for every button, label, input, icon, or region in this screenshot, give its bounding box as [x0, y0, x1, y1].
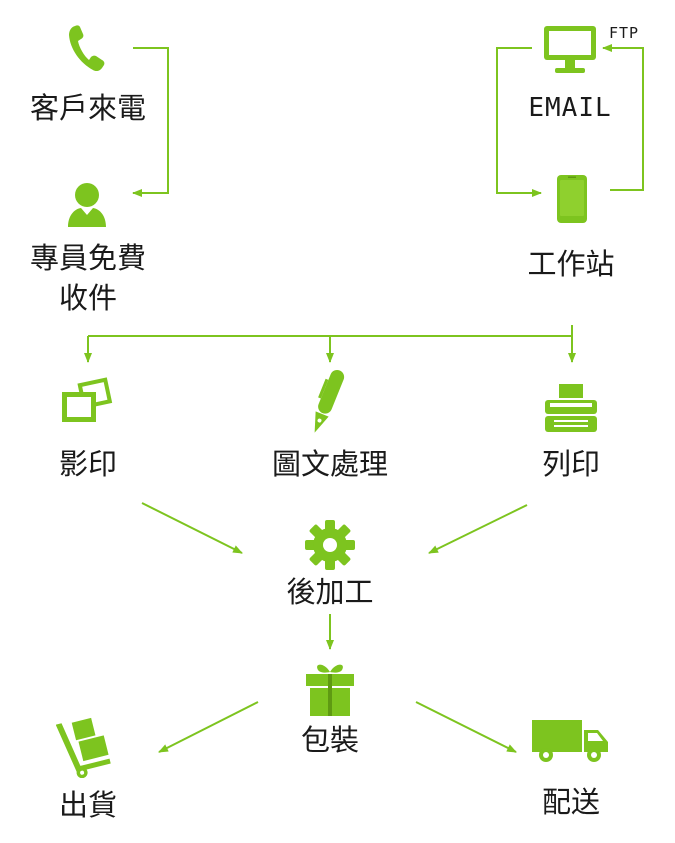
- connector-packaging-to-delivery: [415, 701, 517, 753]
- connector-packaging-to-shipping: [158, 701, 259, 753]
- person-icon: [68, 183, 106, 227]
- print-label: 列印: [541, 447, 601, 481]
- copy-label: 影印: [58, 447, 118, 481]
- photos-icon: [62, 377, 113, 422]
- connector-copy-to-post: [141, 502, 243, 554]
- connector-print-to-post: [428, 504, 528, 554]
- monitor-icon: [544, 26, 596, 73]
- post-processing-label: 後加工: [286, 575, 374, 609]
- connector-call-to-staff: [132, 47, 169, 197]
- ftp-label: FTP: [609, 24, 640, 42]
- customer-call-label: 客戶來電: [29, 91, 147, 125]
- gift-icon: [306, 664, 354, 716]
- tablet-icon: [557, 175, 587, 223]
- truck-icon: [532, 720, 608, 762]
- staff-pickup-label-line2: 收件: [58, 281, 118, 315]
- packaging-label: 包裝: [300, 723, 360, 757]
- printer-icon: [545, 384, 597, 432]
- connector-email-to-workstation: [496, 47, 542, 197]
- hand-truck-icon: [56, 717, 111, 778]
- delivery-label: 配送: [541, 785, 601, 819]
- workstation-label: 工作站: [527, 247, 615, 281]
- phone-icon: [69, 25, 105, 72]
- pen-icon: [314, 369, 345, 433]
- shipping-label: 出貨: [58, 788, 118, 822]
- staff-pickup-label-line1: 專員免費: [29, 241, 147, 275]
- email-label: EMAIL: [528, 93, 612, 123]
- connector-ftp-loop: [602, 44, 644, 191]
- graphics-label: 圖文處理: [271, 447, 389, 481]
- gear-icon: [305, 520, 355, 570]
